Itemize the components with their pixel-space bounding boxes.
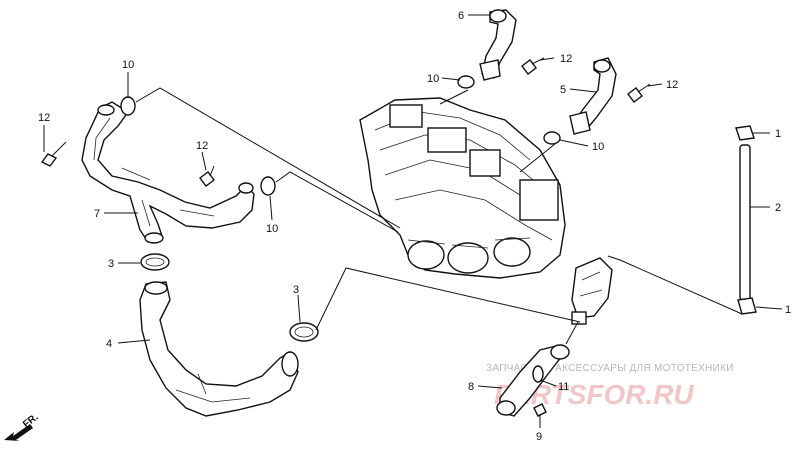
watermark-tagline: ЗАПЧАСТИ И АКСЕССУАРЫ ДЛЯ МОТОТЕХНИКИ bbox=[486, 363, 734, 374]
callout-12a: 12 bbox=[38, 112, 50, 124]
engine-block bbox=[359, 97, 566, 279]
elbow-pipe-6 bbox=[479, 9, 517, 81]
leader-lines bbox=[43, 14, 783, 428]
callout-10b: 10 bbox=[427, 73, 439, 85]
callout-1b: 1 bbox=[785, 304, 791, 316]
callout-11: 11 bbox=[558, 381, 569, 393]
callout-3b: 3 bbox=[293, 284, 299, 296]
callout-3a: 3 bbox=[108, 258, 114, 270]
callout-labels: 1 1 2 3 3 4 5 6 7 8 9 10 10 10 10 11 12 … bbox=[38, 10, 791, 443]
lower-hose-4 bbox=[139, 281, 299, 417]
callout-12b: 12 bbox=[196, 140, 208, 152]
callout-2: 2 bbox=[775, 202, 781, 214]
water-pipe-7 bbox=[81, 101, 255, 244]
callout-12d: 12 bbox=[666, 79, 678, 91]
callout-10a: 10 bbox=[122, 59, 134, 71]
callout-5: 5 bbox=[560, 84, 566, 96]
bolts bbox=[40, 57, 651, 187]
callout-8: 8 bbox=[468, 381, 474, 393]
callout-10d: 10 bbox=[266, 223, 278, 235]
callout-7: 7 bbox=[94, 208, 100, 220]
callout-6: 6 bbox=[458, 10, 464, 22]
callout-10c: 10 bbox=[592, 141, 604, 153]
front-label: FR. bbox=[21, 412, 41, 431]
callout-9: 9 bbox=[536, 431, 542, 443]
callout-4: 4 bbox=[106, 338, 112, 350]
breather-tube-2 bbox=[735, 125, 757, 315]
elbow-pipe-5 bbox=[569, 57, 617, 135]
lower-pipe-8 bbox=[496, 344, 570, 424]
o-rings bbox=[120, 75, 561, 196]
front-direction-marker: FR. bbox=[4, 412, 41, 441]
callout-12c: 12 bbox=[560, 53, 572, 65]
front-arrow-icon bbox=[4, 424, 33, 441]
hose-clamps bbox=[140, 253, 319, 342]
reference-lines bbox=[135, 87, 743, 345]
callout-1a: 1 bbox=[775, 128, 781, 140]
thermostat-housing bbox=[571, 257, 613, 325]
